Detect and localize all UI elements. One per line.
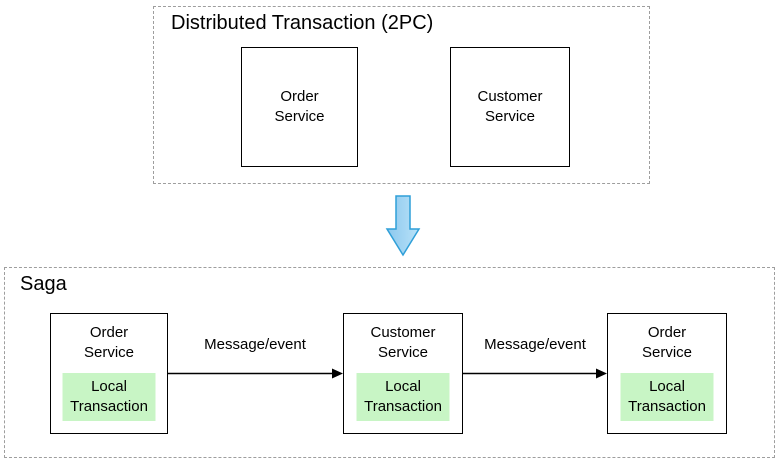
node-order-service-2pc-label: Order Service [274,88,325,125]
saga-node-customer-service: Customer Service Local Transaction [343,313,463,434]
saga-node-order-service-1: Order Service Local Transaction [50,313,168,434]
node-customer-service-2pc-label: Customer Service [477,88,543,125]
local-transaction-box-1: Local Transaction [62,373,156,421]
local-transaction-box-2-label: Local Transaction [364,378,442,415]
saga-frame [4,267,775,458]
node-customer-service-2pc: Customer Service [450,47,570,167]
saga-node-order-service-1-label: Order Service [83,324,135,361]
distributed-transaction-frame [153,6,650,184]
saga-node-customer-service-label: Customer Service [370,324,436,361]
connector-arrow-2 [463,368,607,379]
distributed-transaction-title: Distributed Transaction (2PC) [171,12,434,34]
local-transaction-box-1-label: Local Transaction [70,378,148,415]
connector-arrow-1-head [332,368,343,379]
saga-node-order-service-2-label: Order Service [641,324,693,361]
local-transaction-box-3-label: Local Transaction [628,378,706,415]
connector-arrow-1 [168,368,343,379]
local-transaction-box-3: Local Transaction [620,373,714,421]
saga-title: Saga [20,273,67,295]
connector-label-2: Message/event [484,336,586,353]
down-arrow-shape [385,195,421,257]
connector-label-1: Message/event [204,336,306,353]
connector-arrow-2-head [596,368,607,379]
node-order-service-2pc: Order Service [241,47,358,167]
saga-node-order-service-2: Order Service Local Transaction [607,313,727,434]
down-arrow-icon [385,195,421,257]
local-transaction-box-2: Local Transaction [356,373,450,421]
